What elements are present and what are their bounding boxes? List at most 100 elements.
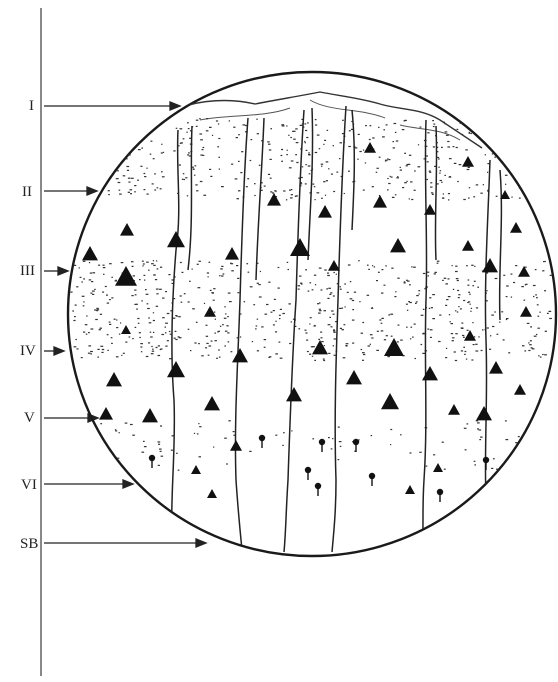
stipple-dot: [130, 193, 132, 195]
stipple-dot: [430, 192, 434, 194]
stipple-dot: [247, 178, 250, 180]
stipple-dot: [523, 137, 527, 139]
stipple-dot: [414, 170, 416, 172]
stipple-dot: [157, 345, 160, 347]
stipple-dot: [304, 183, 307, 185]
stipple-dot: [489, 335, 492, 337]
stipple-dot: [406, 309, 409, 311]
stipple-dot: [514, 162, 517, 164]
stipple-dot: [528, 144, 531, 146]
stipple-dot: [443, 277, 447, 279]
stipple-dot: [214, 318, 216, 320]
stipple-dot: [166, 312, 170, 315]
stipple-dot: [535, 333, 538, 336]
stipple-dot: [339, 142, 342, 144]
stipple-dot: [208, 345, 212, 347]
stipple-dot: [459, 308, 462, 310]
stipple-dot: [171, 435, 175, 437]
stipple-dot: [326, 272, 330, 274]
stipple-dot: [448, 314, 451, 316]
stipple-dot: [298, 328, 301, 330]
deep-cell: [304, 466, 312, 480]
stipple-dot: [255, 325, 258, 327]
stipple-dot: [258, 284, 261, 286]
stipple-dot: [162, 297, 165, 299]
stipple-dot: [439, 170, 442, 172]
stipple-dot: [475, 343, 478, 345]
stipple-dot: [161, 333, 164, 336]
stipple-dot: [447, 146, 451, 148]
stipple-dot: [199, 118, 201, 120]
stipple-dot: [247, 271, 250, 273]
stipple-dot: [429, 297, 432, 299]
stipple-dot: [176, 315, 178, 317]
stipple-dot: [110, 131, 113, 133]
stipple-dot: [492, 458, 495, 460]
stipple-dot: [457, 180, 459, 183]
stipple-dot: [285, 199, 288, 201]
stipple-dot: [457, 297, 460, 299]
stipple-dot: [171, 279, 174, 281]
stipple-dot: [442, 193, 444, 195]
stipple-dot: [117, 181, 121, 184]
stipple-dot: [160, 152, 163, 154]
stipple-dot: [75, 165, 78, 167]
stipple-dot: [458, 306, 460, 308]
stipple-dot: [159, 448, 162, 450]
stipple-dot: [290, 194, 293, 196]
stipple-dot: [146, 130, 149, 132]
layer-label-sb: SB: [20, 536, 38, 552]
stipple-dot: [110, 337, 113, 339]
stipple-dot: [431, 193, 434, 195]
stipple-dot: [327, 297, 330, 299]
layer-label-iv: IV: [20, 343, 36, 359]
pyramidal-cell: [462, 156, 474, 167]
stipple-dot: [300, 182, 302, 184]
stipple-dot: [180, 142, 183, 144]
stipple-dot: [98, 329, 101, 331]
stipple-dot: [494, 277, 498, 280]
stipple-dot: [394, 296, 397, 298]
stipple-dot: [76, 452, 79, 455]
pyramidal-cell: [230, 440, 242, 451]
stipple-dot: [373, 266, 376, 268]
stipple-dot: [143, 440, 145, 442]
stipple-dot: [98, 264, 101, 266]
stipple-dot: [161, 143, 163, 145]
stipple-dot: [127, 138, 130, 140]
stipple-dot: [218, 168, 220, 170]
stipple-dot: [332, 345, 334, 347]
stipple-dot: [369, 343, 371, 345]
stipple-dot: [324, 269, 327, 271]
stipple-dot: [100, 120, 103, 122]
stipple-dot: [185, 177, 188, 179]
stipple-dot: [70, 157, 72, 160]
stipple-dot: [215, 120, 219, 122]
stipple-dot: [212, 299, 215, 301]
stipple-dot: [306, 350, 309, 353]
stipple-dot: [371, 337, 374, 339]
stipple-dot: [127, 143, 130, 145]
stipple-dot: [502, 339, 505, 341]
stipple-dot: [463, 198, 466, 201]
stipple-dot: [458, 294, 461, 296]
stipple-dot: [218, 349, 220, 351]
stipple-dot: [286, 261, 289, 263]
stipple-dot: [178, 337, 182, 339]
stipple-dot: [291, 430, 293, 432]
stipple-dot: [402, 187, 405, 189]
stipple-dot: [489, 348, 492, 350]
stipple-dot: [188, 155, 191, 157]
stipple-dot: [422, 272, 426, 275]
stipple-dot: [131, 261, 134, 263]
stipple-dot: [122, 175, 126, 177]
stipple-dot: [367, 264, 369, 266]
stipple-dot: [149, 153, 152, 155]
deep-cell: [258, 434, 266, 448]
stipple-dot: [208, 261, 211, 263]
pyramidal-cell: [384, 338, 404, 356]
stipple-dot: [494, 156, 496, 158]
stipple-dot: [92, 123, 95, 125]
stipple-dot: [236, 337, 239, 339]
stipple-dot: [308, 152, 310, 154]
